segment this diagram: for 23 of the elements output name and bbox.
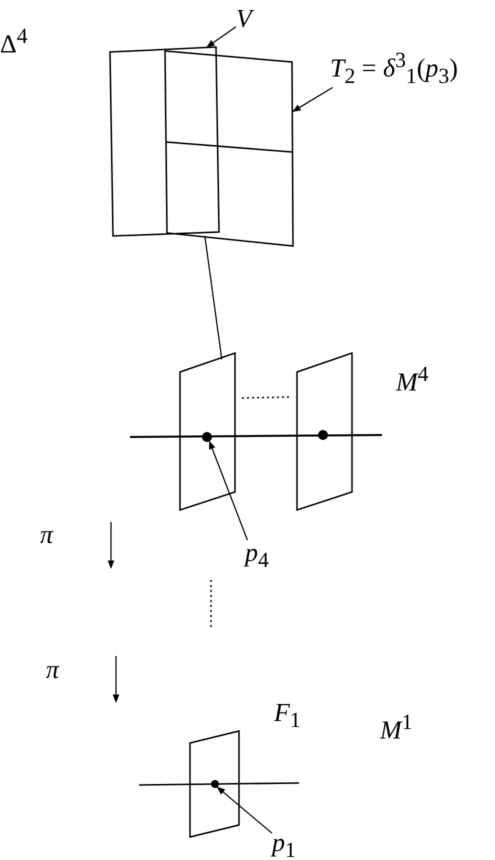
point-label: p$_{4}$ bbox=[245, 540, 269, 572]
math-label: M$^{4}$ bbox=[396, 364, 428, 396]
math-label: V bbox=[236, 6, 252, 32]
panel bbox=[165, 51, 293, 246]
connector-line bbox=[204, 236, 222, 360]
point-dot bbox=[211, 780, 219, 788]
leader-arrow bbox=[292, 87, 333, 112]
fiber-plane bbox=[190, 731, 239, 837]
panel bbox=[110, 47, 219, 236]
map-label: π bbox=[46, 657, 60, 683]
point-dot bbox=[318, 430, 328, 440]
point-label: p$_{1}$ bbox=[272, 830, 296, 860]
fiber-plane bbox=[297, 353, 352, 510]
fiber-plane bbox=[180, 353, 235, 510]
fiber-label: F$_{1}$ bbox=[274, 700, 301, 732]
map-label: π bbox=[40, 522, 54, 548]
leader-arrow bbox=[206, 26, 236, 48]
leader-arrow bbox=[216, 786, 272, 834]
math-label: T$_{2}$ = δ$^{3}$$_{1}$(p$_{3}$) bbox=[330, 50, 458, 88]
math-label: Δ$^{4}$ bbox=[0, 26, 28, 58]
math-label: M$^{1}$ bbox=[380, 712, 412, 744]
point-dot bbox=[202, 432, 212, 442]
leader-arrow bbox=[208, 440, 248, 540]
